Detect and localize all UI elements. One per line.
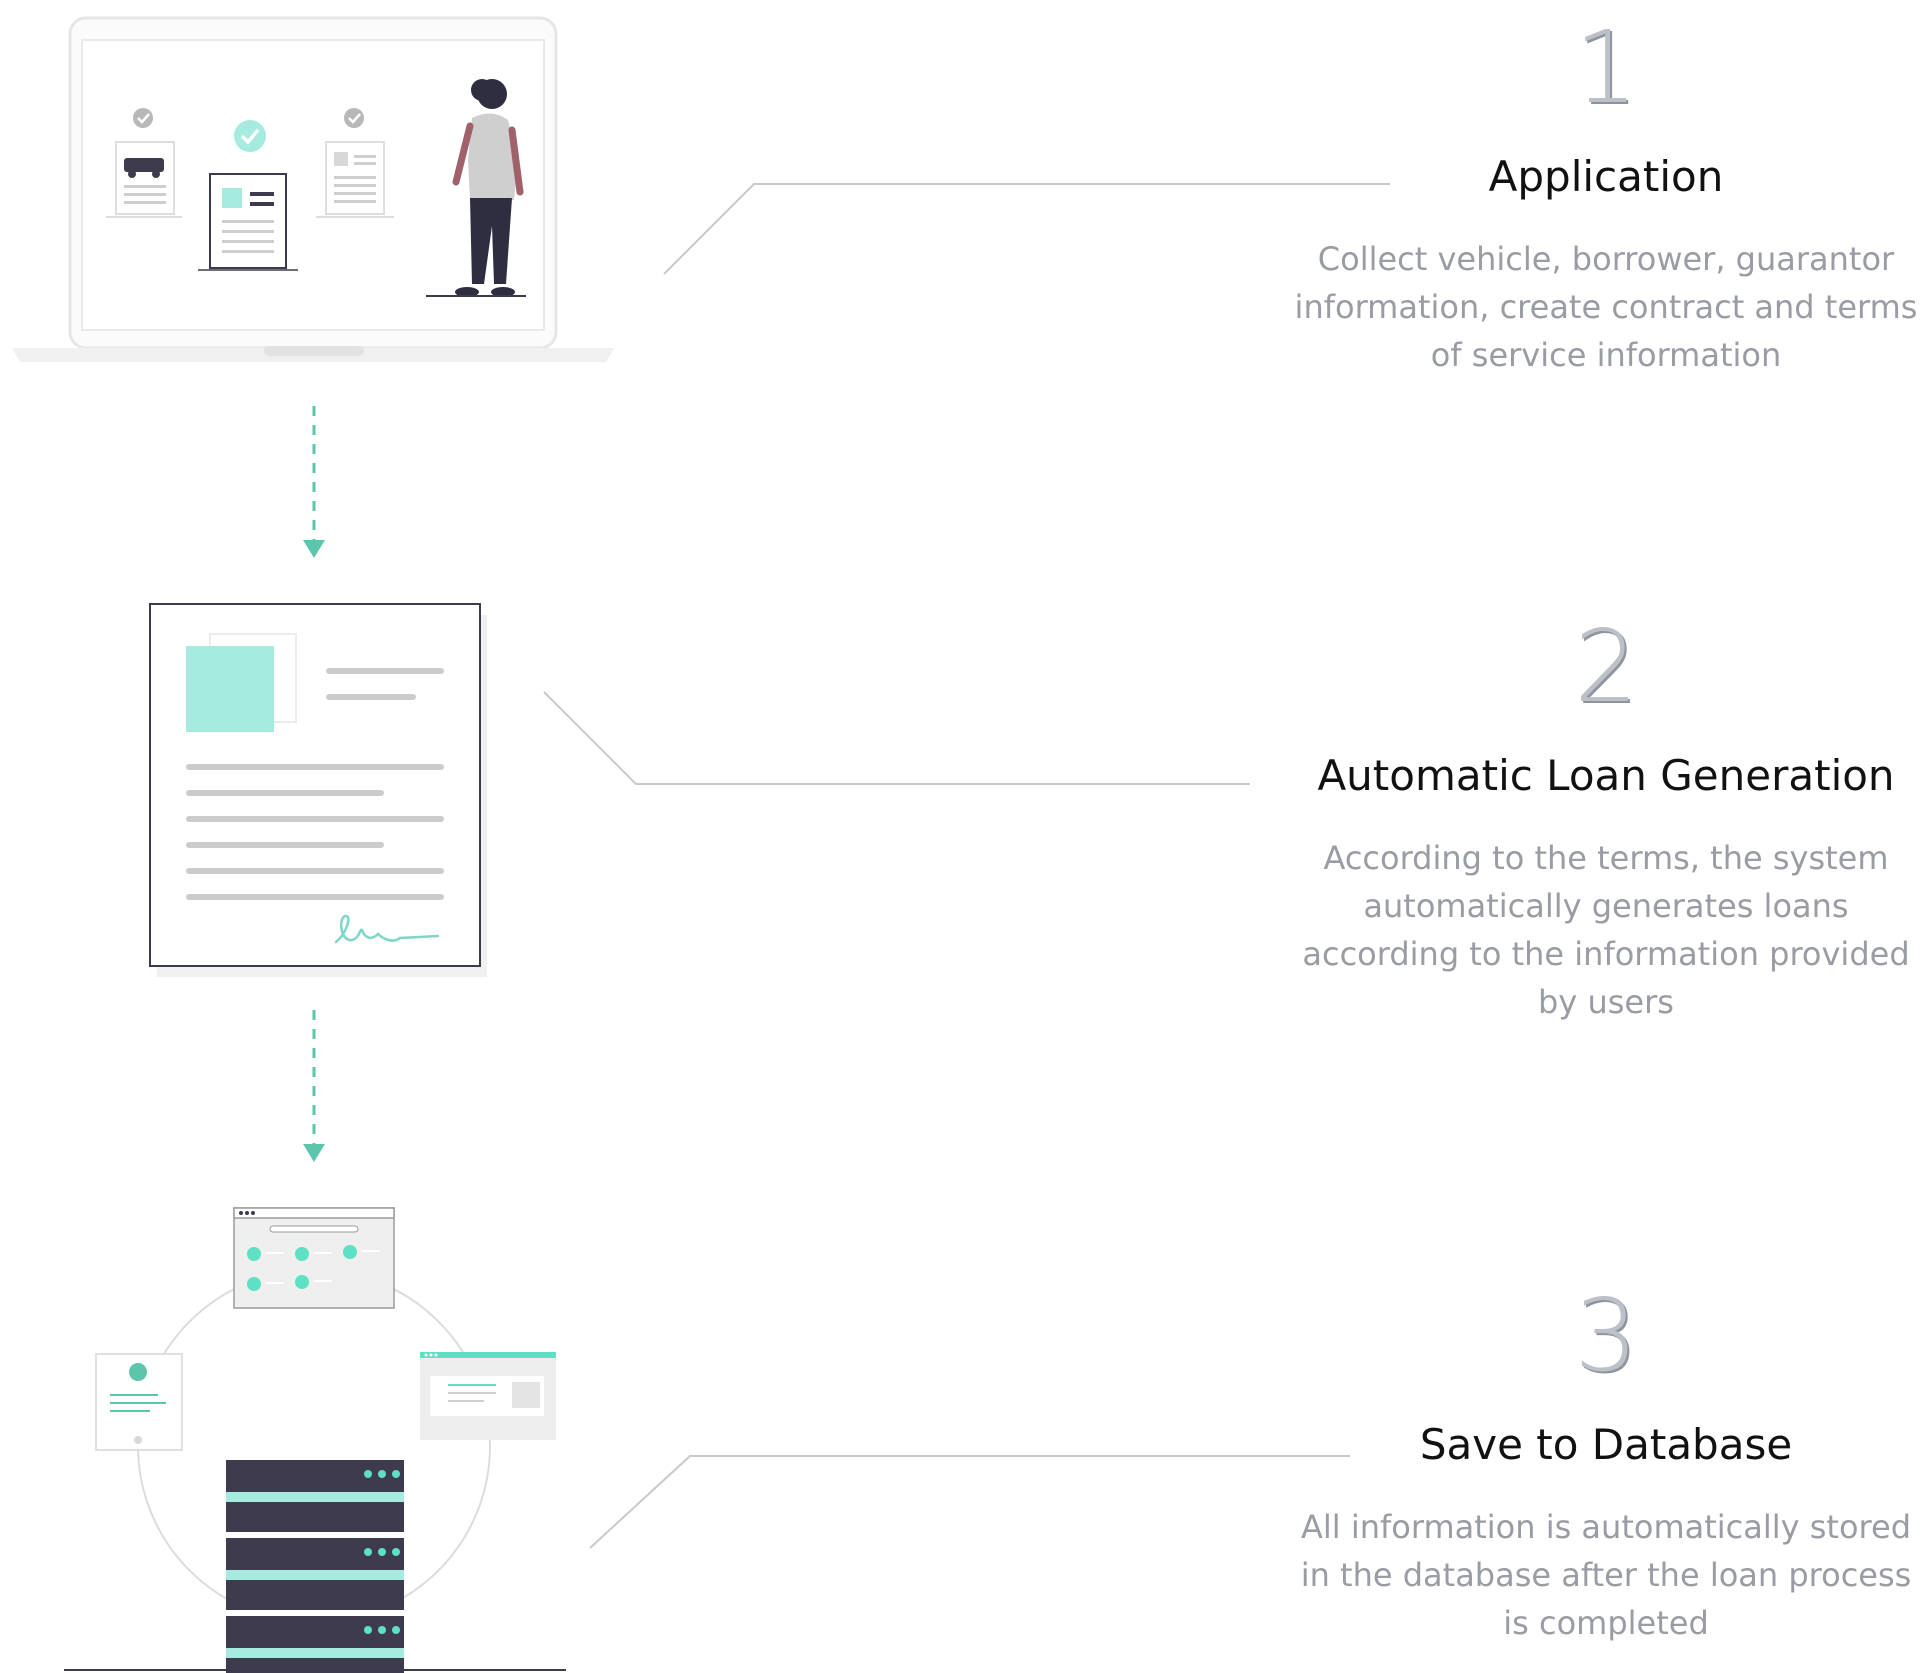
flow-arrow-1: [303, 406, 325, 558]
contract-document-illustration: [149, 603, 487, 977]
step-description: Collect vehicle, borrower, guarantor inf…: [1294, 240, 1918, 374]
step-automatic-loan-generation: 2 Automatic Loan Generation According to…: [1286, 617, 1926, 1026]
browser-card: [420, 1352, 556, 1440]
step-title: Application: [1488, 152, 1724, 201]
server-stack: [204, 1460, 426, 1673]
step-title: Save to Database: [1419, 1420, 1793, 1469]
vehicle-document-icon: [106, 108, 182, 218]
connector-line-2: [543, 691, 1250, 785]
step-number: 2: [1574, 608, 1638, 725]
connector-line-3: [589, 1455, 1350, 1549]
app-window-card: [233, 1207, 395, 1309]
step-number: 3: [1574, 1277, 1638, 1394]
step-application: 1 Application Collect vehicle, borrower,…: [1286, 18, 1926, 379]
selected-document-icon: [198, 120, 298, 271]
connector-line-1: [663, 183, 1390, 275]
profile-card: [95, 1353, 183, 1451]
flow-arrow-2: [303, 1010, 325, 1162]
person-figure: [426, 79, 526, 297]
step-description: According to the terms, the system autom…: [1302, 839, 1910, 1021]
step-number: 1: [1574, 9, 1638, 126]
database-illustration: [64, 1207, 566, 1673]
step-title: Automatic Loan Generation: [1317, 751, 1895, 800]
step-description: All information is automatically stored …: [1300, 1508, 1912, 1642]
text-document-icon: [316, 108, 394, 218]
signature-mark: [334, 914, 440, 944]
laptop-illustration: [12, 16, 614, 362]
step-save-to-database: 3 Save to Database All information is au…: [1286, 1286, 1926, 1647]
